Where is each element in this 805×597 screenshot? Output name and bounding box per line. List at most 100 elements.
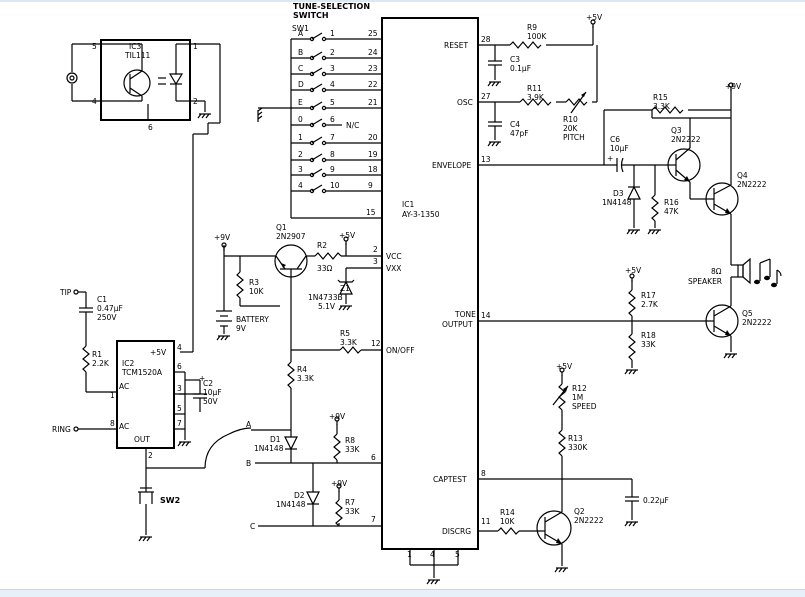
reset-osc-network: RESET 28 +5V R9 100K C3 0.1µF OSC 27 R11…	[444, 13, 603, 147]
svg-text:R15: R15	[653, 93, 668, 102]
svg-text:11: 11	[481, 517, 491, 526]
sw1-pin-6: 20	[368, 133, 378, 142]
svg-text:VCC: VCC	[386, 252, 402, 261]
sw1-position-0: 1	[330, 29, 335, 38]
svg-text:8: 8	[110, 419, 115, 428]
svg-text:OSC: OSC	[457, 98, 473, 107]
svg-text:10K: 10K	[249, 287, 265, 296]
svg-text:C: C	[250, 522, 255, 531]
svg-text:+5V: +5V	[556, 362, 573, 371]
svg-text:13: 13	[481, 155, 491, 164]
svg-text:8: 8	[481, 469, 486, 478]
svg-text:5.1V: 5.1V	[318, 302, 336, 311]
svg-text:+5V: +5V	[150, 348, 167, 357]
svg-text:50V: 50V	[203, 397, 219, 406]
svg-text:ENVELOPE: ENVELOPE	[432, 161, 472, 170]
sw1-position-9: 10	[330, 181, 340, 190]
sw1-position-3: 4	[330, 80, 335, 89]
svg-text:47K: 47K	[664, 207, 680, 216]
svg-text:R16: R16	[664, 198, 679, 207]
sw1-matrix: 15	[257, 39, 382, 219]
svg-text:R17: R17	[641, 291, 656, 300]
svg-text:250V: 250V	[97, 313, 117, 322]
svg-text:14: 14	[481, 311, 491, 320]
sw1-key-0: A	[298, 29, 304, 38]
svg-text:C2: C2	[203, 379, 213, 388]
ic1-ground-pins: 1 4 5	[407, 549, 460, 585]
sw1-position-2: 3	[330, 64, 335, 73]
svg-text:+5V: +5V	[586, 13, 603, 22]
svg-text:A: A	[246, 420, 252, 429]
svg-text:R5: R5	[340, 329, 350, 338]
ic3-optocoupler: IC3 TIL111 5 1 4 2 6	[66, 39, 221, 353]
svg-text:6: 6	[371, 453, 376, 462]
svg-text:C4: C4	[510, 120, 520, 129]
svg-text:IC2: IC2	[122, 359, 134, 368]
svg-text:3.3K: 3.3K	[340, 338, 358, 347]
svg-text:3: 3	[177, 384, 182, 393]
svg-text:2N2222: 2N2222	[574, 516, 604, 525]
svg-text:3.9K: 3.9K	[527, 93, 545, 102]
svg-text:R14: R14	[500, 508, 515, 517]
sw1-key-5: 0	[298, 115, 303, 124]
svg-text:Q1: Q1	[276, 223, 287, 232]
svg-text:SPEED: SPEED	[572, 402, 597, 411]
svg-text:2N2907: 2N2907	[276, 232, 306, 241]
svg-text:OUT: OUT	[134, 435, 150, 444]
sw1-pin-0: 25	[368, 29, 378, 38]
ic1-body	[381, 17, 479, 550]
svg-text:3.3K: 3.3K	[653, 102, 671, 111]
svg-text:33K: 33K	[345, 445, 361, 454]
svg-text:20K: 20K	[563, 124, 579, 133]
svg-text:Q2: Q2	[574, 507, 585, 516]
top-border	[0, 0, 805, 2]
sw1-position-6: 7	[330, 133, 335, 142]
speed-captest-network: +5V R12 1M SPEED R13 330K CAPTEST 8 0.22…	[433, 362, 669, 573]
svg-text:R4: R4	[297, 365, 307, 374]
svg-text:R11: R11	[527, 84, 542, 93]
sw1-position-8: 9	[330, 165, 335, 174]
svg-text:1: 1	[407, 550, 412, 559]
svg-text:7: 7	[177, 419, 182, 428]
svg-text:2.7K: 2.7K	[641, 300, 659, 309]
svg-text:6: 6	[148, 123, 153, 132]
svg-text:Q4: Q4	[737, 171, 748, 180]
svg-text:3.3K: 3.3K	[297, 374, 315, 383]
sw1-ref: SW1	[292, 24, 309, 33]
svg-text:R2: R2	[317, 241, 327, 250]
sw1-position-5: 6	[330, 115, 335, 124]
abc-inputs: A D1 1N4148 B 6 D2 1N4148 C 7 +9V R8 33K…	[246, 412, 382, 531]
svg-text:TONE: TONE	[454, 310, 476, 319]
sw1-pin-8: 18	[368, 165, 378, 174]
sw1-pin-4: 21	[368, 98, 378, 107]
svg-text:6: 6	[177, 362, 182, 371]
svg-text:ON/OFF: ON/OFF	[386, 346, 415, 355]
svg-text:OUTPUT: OUTPUT	[442, 320, 473, 329]
svg-text:+: +	[607, 154, 613, 163]
ic3-part: TIL111	[124, 51, 151, 60]
sw1-pin-9: 9	[368, 181, 373, 190]
svg-text:330K: 330K	[568, 443, 588, 452]
svg-text:12: 12	[371, 339, 381, 348]
svg-text:+5V: +5V	[625, 266, 642, 275]
svg-text:TCM1520A: TCM1520A	[121, 368, 163, 377]
svg-text:C1: C1	[97, 295, 107, 304]
svg-text:R3: R3	[249, 278, 259, 287]
sw1-key-6: 1	[298, 133, 303, 142]
svg-text:1: 1	[193, 42, 198, 51]
svg-text:RESET: RESET	[444, 41, 468, 50]
svg-text:R7: R7	[345, 498, 355, 507]
tone-output-stage: TONE OUTPUT 14 +5V R17 2.7K R18 33K Q5 2…	[442, 266, 772, 375]
svg-text:BATTERY: BATTERY	[236, 315, 269, 324]
title-line1: TUNE-SELECTION	[293, 2, 370, 11]
svg-text:47pF: 47pF	[510, 129, 529, 138]
svg-text:+5V: +5V	[339, 231, 356, 240]
sw1-pin-3: 22	[368, 80, 378, 89]
svg-text:1M: 1M	[572, 393, 583, 402]
sw1-key-1: B	[298, 48, 303, 57]
ic1-part: AY-3-1350	[402, 210, 440, 219]
svg-text:33Ω: 33Ω	[317, 264, 333, 273]
svg-text:10µF: 10µF	[203, 388, 222, 397]
svg-text:33K: 33K	[345, 507, 361, 516]
